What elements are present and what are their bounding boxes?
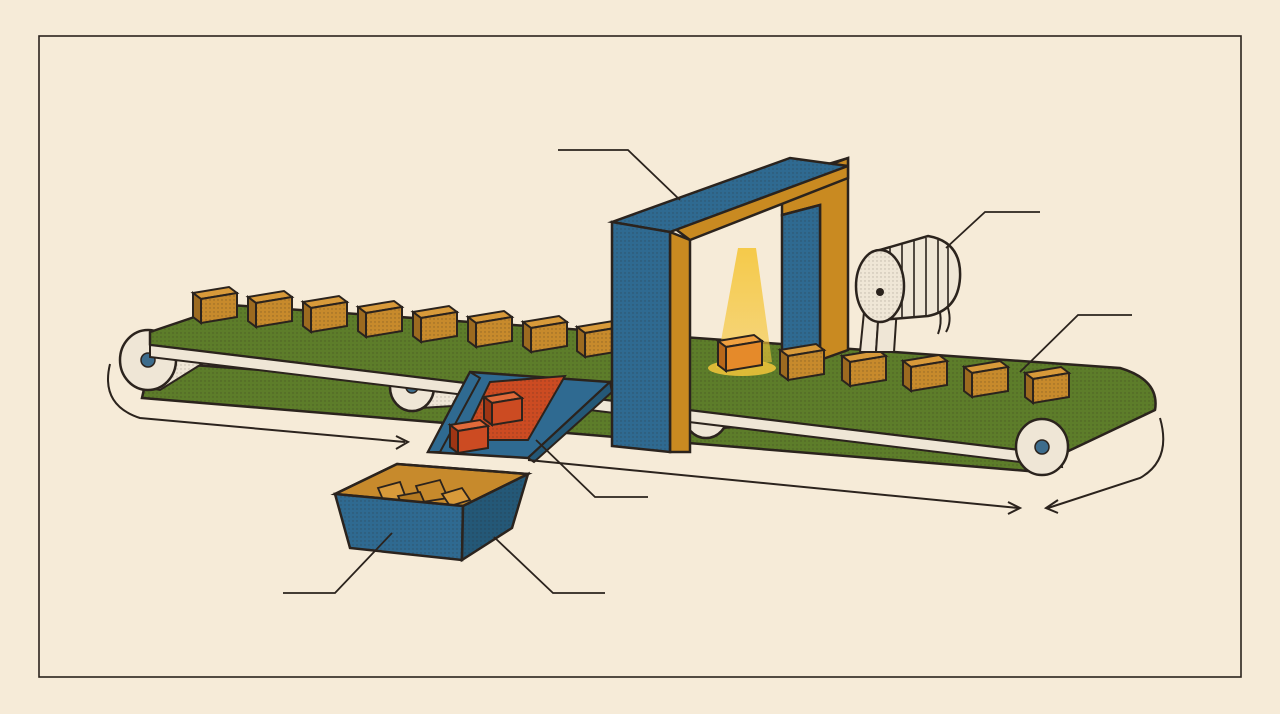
box-under-inspection	[715, 333, 765, 373]
product-box	[839, 348, 889, 388]
product-box	[355, 299, 405, 339]
product-box	[961, 359, 1011, 399]
product-box	[410, 304, 460, 344]
product-box	[190, 285, 240, 325]
boxes-incoming	[190, 285, 624, 359]
product-box	[777, 342, 827, 382]
boxes-outgoing	[777, 342, 1072, 405]
rejected-box	[481, 390, 525, 427]
callout-leaders	[283, 149, 1132, 594]
product-box	[1022, 365, 1072, 405]
end-roller-right	[1014, 417, 1070, 477]
leader-bin-right	[493, 536, 605, 594]
bin-box	[440, 486, 472, 508]
product-box	[465, 309, 515, 349]
leader-chute	[535, 439, 648, 498]
leader-motor	[945, 211, 1040, 249]
leader-gate	[558, 149, 681, 201]
inspection-gate	[607, 156, 850, 454]
collection-bin	[330, 462, 533, 563]
frame-border	[38, 35, 1242, 678]
flow-arrow-bottom	[527, 459, 1023, 515]
reject-chute	[425, 370, 614, 464]
product-box	[520, 314, 570, 354]
flow-arrow-left	[107, 363, 411, 450]
product-box	[900, 353, 950, 393]
drive-motor	[854, 234, 962, 353]
rejected-box	[447, 418, 491, 455]
product-box	[245, 289, 295, 329]
leader-belt	[1019, 314, 1132, 373]
leader-bin-left	[283, 532, 393, 594]
product-box	[300, 294, 350, 334]
flow-arrow-right	[1043, 417, 1165, 514]
